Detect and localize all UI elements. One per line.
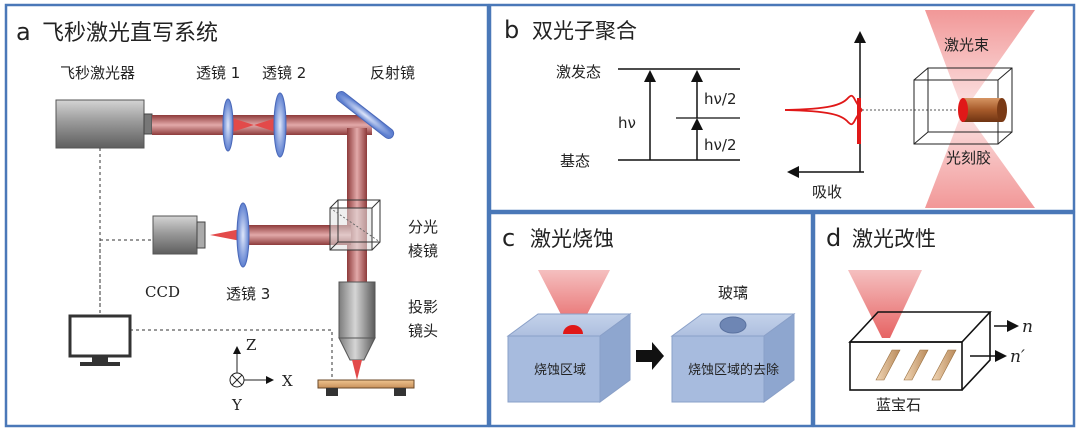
single-photon-label: hν: [618, 114, 636, 132]
half-photon-bottom-label: hν/2: [704, 136, 736, 154]
ccd-label: CCD: [145, 283, 180, 301]
lens-2-label: 透镜 2: [262, 64, 306, 82]
ablation-removed-label: 烧蚀区域的去除: [688, 362, 779, 378]
panel-b-frame: [488, 3, 1076, 213]
sapphire-block: [848, 311, 992, 391]
absorption-plot: [784, 31, 960, 178]
panel-a-title: 飞秒激光直写系统: [42, 21, 218, 46]
focal-spot: [958, 98, 968, 122]
panel-d-frame: [812, 211, 1076, 428]
panel-c-letter: c: [502, 224, 515, 252]
polymerized-rod: [962, 98, 1002, 122]
beam-splitter: [329, 199, 381, 251]
glass-block-after: [670, 313, 796, 403]
lens-1-label: 透镜 1: [196, 64, 240, 82]
laser-beam-label: 激光束: [944, 36, 989, 54]
panel-b-letter: b: [504, 16, 519, 44]
femtosecond-laser: [55, 99, 153, 149]
modified-stripes: [875, 349, 957, 381]
index-arrows: [970, 320, 1019, 362]
modification-laser-cone: [848, 270, 922, 338]
axis-x-label: X: [282, 372, 293, 390]
ablation-region-label: 烧蚀区域: [534, 363, 586, 378]
panel-d-title: 激光改性: [852, 227, 936, 251]
index-n-prime-label: n′: [1010, 347, 1025, 367]
absorption-label: 吸收: [812, 183, 842, 201]
objective-label-line2: 镜头: [408, 322, 438, 340]
ground-state-label: 基态: [560, 152, 590, 170]
index-n-label: n: [1022, 317, 1033, 337]
panel-a-letter: a: [16, 18, 31, 46]
beam-ccd: [246, 225, 351, 245]
lens-3: [236, 202, 250, 268]
control-lines: [99, 148, 333, 380]
panel-b-title: 双光子聚合: [532, 19, 637, 43]
axis-y-label: Y: [231, 396, 243, 414]
laser-label: 飞秒激光器: [60, 64, 135, 82]
excited-state-label: 激发态: [556, 63, 601, 81]
glass-label: 玻璃: [718, 284, 748, 302]
panel-d: d 激光改性 n n′ 蓝宝石: [812, 211, 1076, 428]
beam-focus: [232, 118, 276, 132]
sapphire-label: 蓝宝石: [876, 396, 921, 414]
absorption-peak: [784, 94, 863, 111]
objective-label-line1: 投影: [408, 298, 438, 316]
computer-monitor: [68, 314, 132, 366]
sample-stage: [317, 379, 415, 396]
axis-z-label: Z: [246, 336, 256, 354]
panel-c-title: 激光烧蚀: [530, 227, 614, 251]
lens-1: [222, 98, 234, 152]
energy-level-diagram: [618, 68, 740, 161]
panel-c: c 激光烧蚀 烧蚀区域 玻璃 烧蚀区域的去除: [488, 211, 814, 428]
photoresist-label: 光刻胶: [946, 149, 991, 167]
lens-2: [273, 92, 287, 158]
half-photon-top-label: hν/2: [704, 90, 736, 108]
panel-d-letter: d: [826, 224, 841, 252]
objective-lens: [338, 281, 376, 380]
panel-a: a 飞秒激光直写系统 飞秒激光器 透镜 1 透镜 2 反射镜: [4, 3, 490, 428]
panel-a-frame: [4, 3, 490, 428]
mirror: [335, 91, 395, 139]
glass-block-before: [506, 313, 632, 403]
coordinate-axes: [229, 346, 274, 388]
panel-b: b 双光子聚合 激发态 基态 hν hν/2 hν/2 吸收: [488, 3, 1076, 213]
ablation-laser-cone: [538, 270, 610, 332]
process-arrow: [636, 342, 664, 370]
photoresist-focus: [913, 10, 1035, 208]
lens-3-label: 透镜 3: [226, 285, 270, 303]
ccd-camera: [152, 215, 206, 255]
splitter-label-line1: 分光: [408, 218, 438, 236]
mirror-label: 反射镜: [370, 64, 415, 82]
splitter-label-line2: 棱镜: [408, 242, 438, 260]
panel-c-frame: [488, 211, 814, 428]
